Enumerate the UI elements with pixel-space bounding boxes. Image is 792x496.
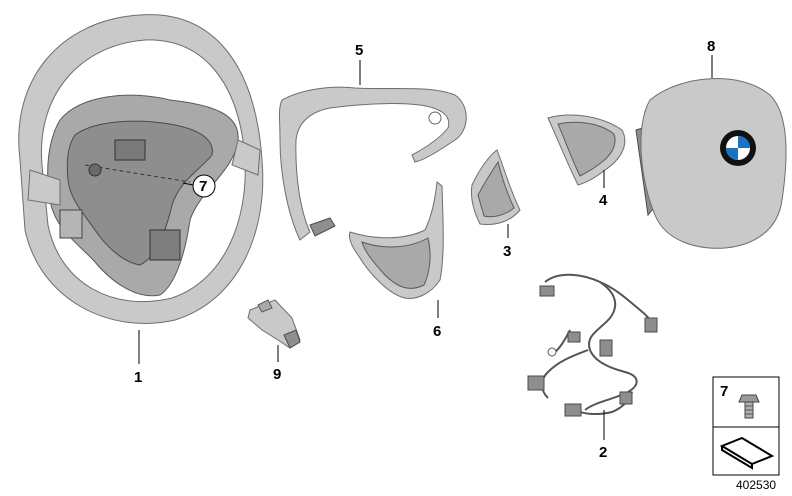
airbag-module xyxy=(635,78,787,249)
callout-8: 8 xyxy=(707,38,715,55)
trim-cover-right xyxy=(547,114,626,186)
steering-wheel xyxy=(18,14,264,324)
sheet-symbol-icon xyxy=(719,436,775,470)
trim-cover-lower xyxy=(349,181,444,299)
legend-panel: 7 xyxy=(712,376,780,476)
callout-1: 1 xyxy=(134,369,142,386)
callout-7: 7 xyxy=(199,178,207,195)
screw-callout-ring xyxy=(182,174,216,198)
callout-3: 3 xyxy=(503,243,511,260)
callout-4: 4 xyxy=(599,192,608,209)
reference-number: 402530 xyxy=(736,478,776,492)
bmw-logo-icon xyxy=(720,130,756,166)
callout-6: 6 xyxy=(433,323,441,340)
callout-2: 2 xyxy=(599,444,607,461)
connector xyxy=(247,299,301,349)
wiring-harness xyxy=(527,273,658,417)
screw-icon xyxy=(738,394,760,419)
callout-9: 9 xyxy=(273,366,281,383)
trim-cover-left xyxy=(471,149,521,225)
callout-5: 5 xyxy=(355,42,363,59)
legend-screw-number: 7 xyxy=(720,383,728,400)
trim-cover-upper xyxy=(279,86,467,241)
